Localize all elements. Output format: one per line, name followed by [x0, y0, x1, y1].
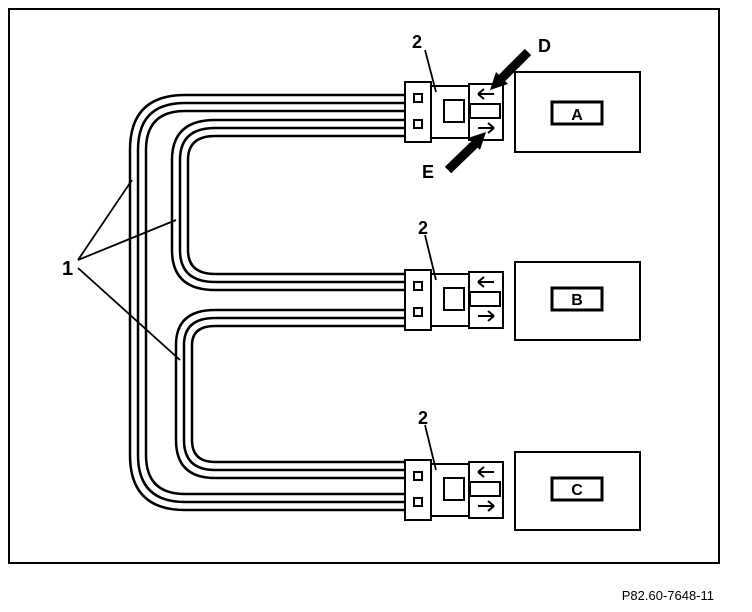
callout-connector-b: 2 [418, 218, 428, 238]
module-c-label: C [571, 482, 583, 499]
release-arrow-d [490, 48, 532, 90]
connector-a [404, 81, 504, 143]
harness-outer-cable [128, 93, 405, 512]
module-c: C [514, 451, 641, 531]
module-a: A [514, 71, 641, 153]
module-b: B [514, 261, 641, 341]
harness-branch-c [174, 308, 405, 480]
callout-connector-a: 2 [412, 32, 422, 52]
callout-release-d: D [538, 36, 551, 56]
connector-c [404, 459, 504, 521]
callout-connector-c: 2 [418, 408, 428, 428]
callout-release-e: E [422, 162, 434, 182]
callout-harness: 1 [62, 258, 73, 280]
reference-code: P82.60-7648-11 [621, 588, 714, 603]
leader-lines [77, 49, 437, 471]
harness-branch-b [170, 118, 405, 292]
diagram-frame [8, 8, 720, 564]
module-b-label: B [571, 292, 583, 309]
module-a-label: A [571, 107, 583, 124]
connector-b [404, 269, 504, 331]
release-arrow-e [444, 132, 486, 174]
